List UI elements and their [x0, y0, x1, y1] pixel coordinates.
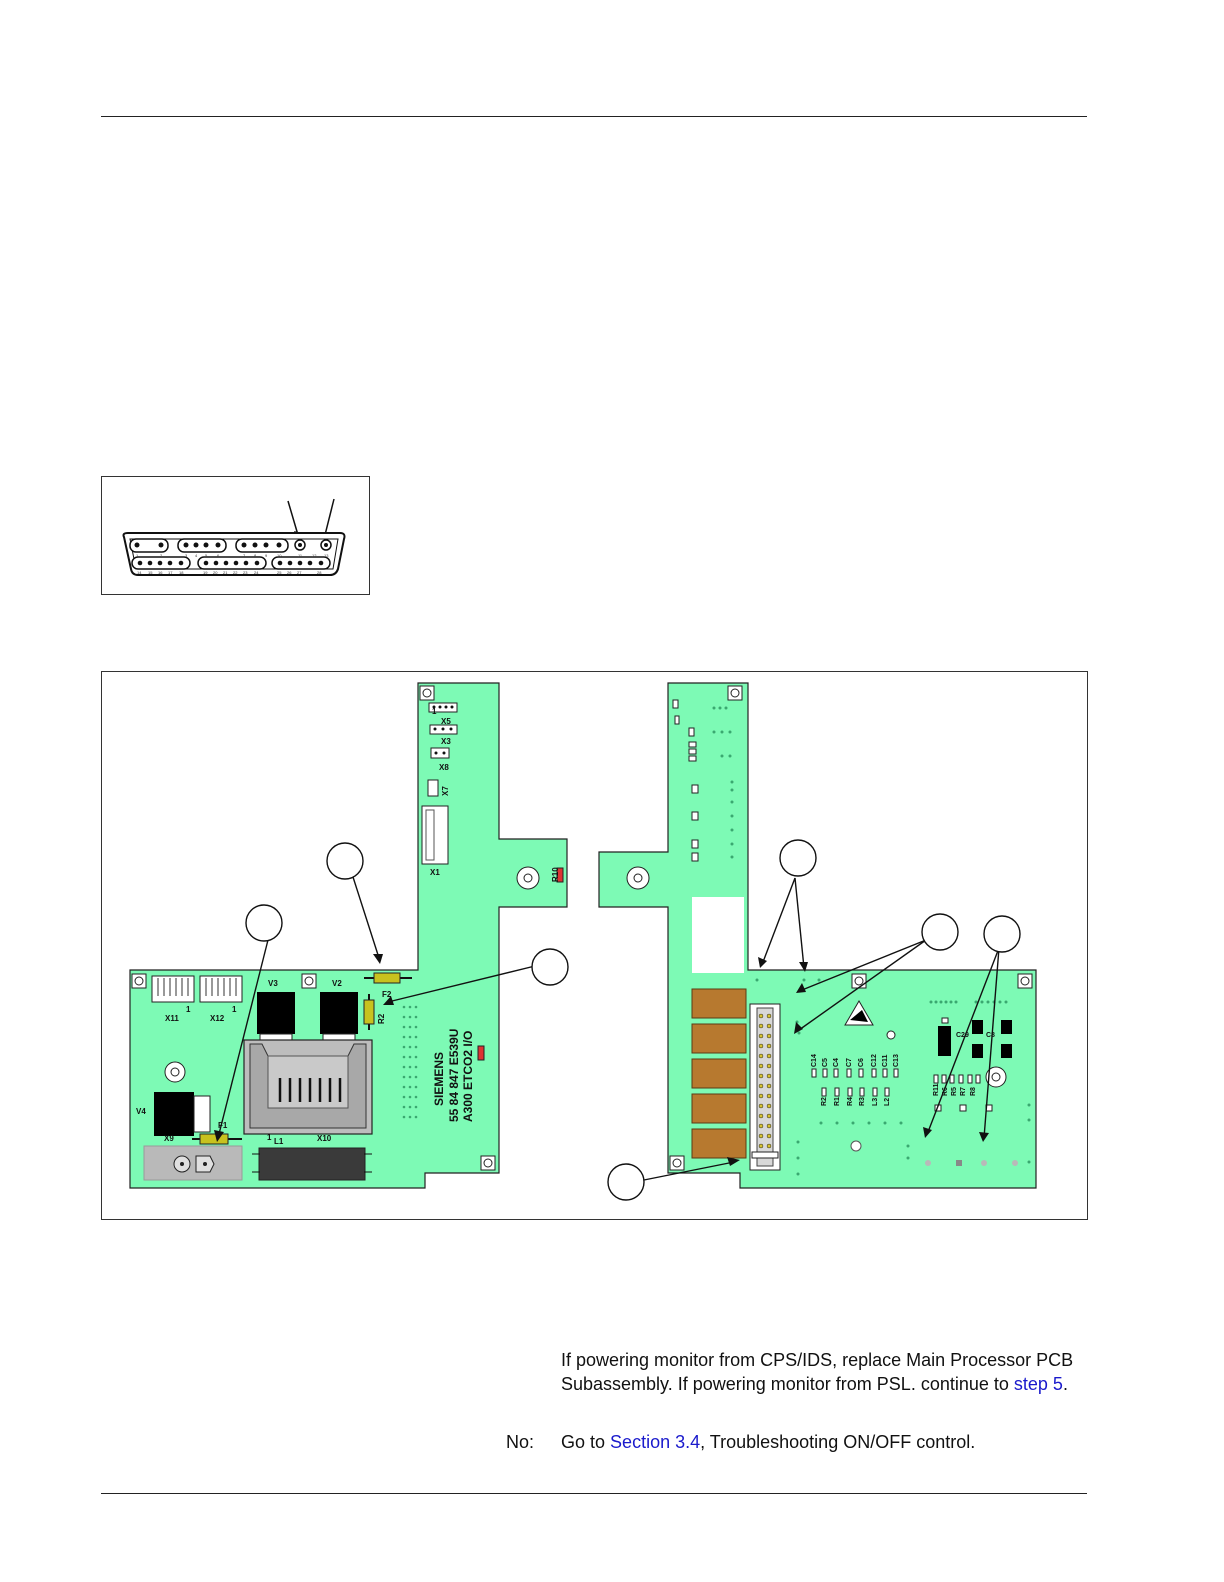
- svg-text:1: 1: [432, 707, 437, 716]
- callout-circle: [326, 842, 364, 880]
- svg-text:5: 5: [205, 553, 208, 558]
- svg-text:R3: R3: [859, 1097, 866, 1106]
- svg-text:R5: R5: [951, 1087, 958, 1096]
- pcb-figure: X5 X3 X8 X7 X1 X11 X12 X9 X10 V3 V2 V4 F…: [101, 671, 1088, 1220]
- svg-text:V3: V3: [268, 979, 278, 988]
- right-pcb-board: [598, 682, 1037, 1189]
- svg-text:25: 25: [277, 570, 282, 575]
- svg-text:23: 23: [243, 570, 248, 575]
- svg-text:20: 20: [213, 570, 218, 575]
- svg-text:X5: X5: [441, 717, 451, 726]
- svg-text:2: 2: [160, 553, 163, 558]
- svg-text:1: 1: [186, 1005, 191, 1014]
- svg-text:8: 8: [254, 553, 257, 558]
- svg-text:7: 7: [243, 553, 246, 558]
- callout-circle: [245, 904, 283, 942]
- no-step-text: Go to Section 3.4, Troubleshooting ON/OF…: [561, 1432, 976, 1452]
- svg-text:1: 1: [136, 553, 139, 558]
- svg-text:C4: C4: [833, 1058, 840, 1067]
- svg-text:R6: R6: [942, 1087, 949, 1096]
- svg-text:X8: X8: [439, 763, 449, 772]
- svg-text:19: 19: [203, 570, 208, 575]
- step-5-link[interactable]: step 5: [1013, 1374, 1063, 1394]
- svg-text:C12: C12: [871, 1054, 878, 1067]
- svg-text:18: 18: [179, 570, 184, 575]
- pcb-diagram: X5 X3 X8 X7 X1 X11 X12 X9 X10 V3 V2 V4 F…: [129, 682, 1037, 1201]
- connector-figure: 1 2 3 4 5 6 7 8 9 10 11 12 13 14 15 16 1…: [101, 476, 370, 595]
- svg-text:X1: X1: [430, 868, 440, 877]
- svg-text:R11: R11: [933, 1083, 940, 1096]
- svg-text:C29: C29: [956, 1032, 969, 1039]
- svg-text:C8: C8: [986, 1032, 995, 1039]
- svg-text:R2: R2: [377, 1013, 386, 1024]
- no-label: No:: [506, 1432, 535, 1452]
- callout-circle: [531, 948, 569, 986]
- svg-text:L2: L2: [884, 1098, 891, 1106]
- svg-text:F1: F1: [218, 1121, 228, 1130]
- svg-text:1: 1: [267, 1133, 272, 1142]
- svg-text:R1: R1: [834, 1097, 841, 1106]
- svg-text:V2: V2: [332, 979, 342, 988]
- svg-text:A300 ETCO2 I/O: A300 ETCO2 I/O: [461, 1031, 475, 1122]
- svg-text:SIEMENS: SIEMENS: [432, 1052, 446, 1106]
- svg-text:15: 15: [148, 570, 153, 575]
- svg-text:13: 13: [324, 553, 329, 558]
- svg-text:X10: X10: [317, 1134, 332, 1143]
- callout-circle: [983, 915, 1021, 953]
- svg-text:R4: R4: [847, 1097, 854, 1106]
- svg-text:R2: R2: [821, 1097, 828, 1106]
- svg-text:V4: V4: [136, 1107, 146, 1116]
- svg-text:X12: X12: [210, 1014, 225, 1023]
- svg-text:C6: C6: [858, 1058, 865, 1067]
- svg-text:X3: X3: [441, 737, 451, 746]
- left-pcb-board: [129, 682, 568, 1189]
- callout-circle: [779, 839, 817, 877]
- svg-text:4: 4: [195, 553, 198, 558]
- svg-text:55 84 847 E539U: 55 84 847 E539U: [447, 1029, 461, 1122]
- svg-text:12: 12: [312, 553, 317, 558]
- svg-text:17: 17: [168, 570, 173, 575]
- callout-circle: [607, 1163, 645, 1201]
- svg-text:1: 1: [232, 1005, 237, 1014]
- svg-text:14: 14: [137, 570, 142, 575]
- svg-text:22: 22: [233, 570, 238, 575]
- callout-circle: [921, 913, 959, 951]
- svg-text:10: 10: [277, 553, 282, 558]
- section-3-4-link[interactable]: Section 3.4: [610, 1432, 701, 1452]
- svg-text:C5: C5: [822, 1058, 829, 1067]
- svg-text:27: 27: [297, 570, 302, 575]
- header-rule: [101, 116, 1087, 117]
- svg-text:X7: X7: [441, 786, 450, 796]
- svg-text:X11: X11: [165, 1014, 179, 1023]
- svg-text:28: 28: [317, 570, 322, 575]
- svg-text:X9: X9: [164, 1134, 174, 1143]
- svg-text:L1: L1: [274, 1137, 284, 1146]
- svg-text:R10: R10: [551, 867, 560, 882]
- svg-text:26: 26: [287, 570, 292, 575]
- svg-text:R7: R7: [960, 1087, 967, 1096]
- svg-text:21: 21: [223, 570, 228, 575]
- svg-text:16: 16: [158, 570, 163, 575]
- svg-text:R8: R8: [970, 1087, 977, 1096]
- svg-text:C7: C7: [846, 1058, 853, 1067]
- footer-rule: [101, 1493, 1087, 1494]
- svg-text:C13: C13: [893, 1054, 900, 1067]
- svg-text:L3: L3: [872, 1098, 879, 1106]
- svg-text:24: 24: [254, 570, 259, 575]
- svg-text:3: 3: [185, 553, 188, 558]
- svg-text:C11: C11: [882, 1054, 889, 1067]
- yes-step-text: If powering monitor from CPS/IDS, replac…: [561, 1350, 1074, 1394]
- svg-text:6: 6: [217, 553, 220, 558]
- svg-text:11: 11: [298, 553, 303, 558]
- dsub-connector-diagram: 1 2 3 4 5 6 7 8 9 10 11 12 13 14 15 16 1…: [122, 498, 346, 576]
- svg-text:F2: F2: [382, 990, 392, 999]
- svg-text:C14: C14: [811, 1054, 818, 1067]
- svg-text:9: 9: [265, 553, 268, 558]
